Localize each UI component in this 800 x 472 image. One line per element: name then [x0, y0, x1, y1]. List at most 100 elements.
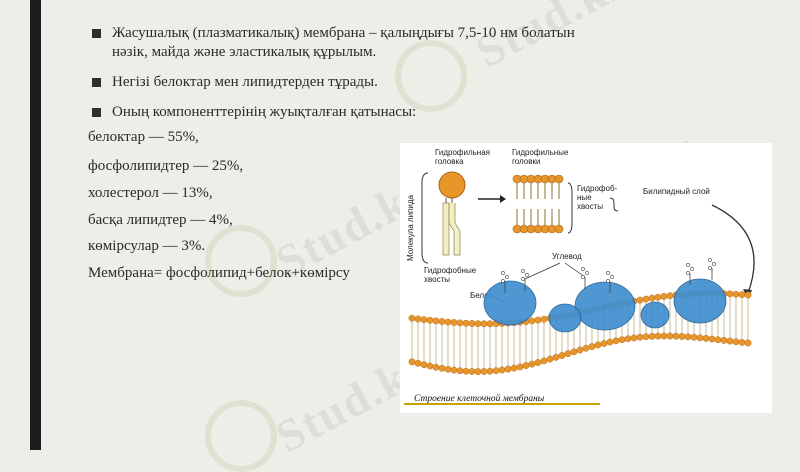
lipid-head-icon	[432, 317, 440, 325]
lipid-head-icon	[570, 348, 578, 356]
sugar-unit-icon	[610, 275, 614, 279]
lipid-head-icon	[534, 359, 542, 366]
lipid-head-icon	[630, 334, 638, 342]
sugar-unit-icon	[686, 271, 690, 275]
lipid-head-icon	[708, 335, 716, 343]
sugar-unit-icon	[690, 267, 694, 271]
lipid-head-icon	[660, 293, 668, 300]
lipid-head-icon	[702, 335, 710, 342]
lipid-head-icon	[738, 291, 746, 298]
lipid-head-icon	[480, 368, 488, 375]
bullet-square-icon	[92, 78, 101, 87]
protein-icon	[673, 278, 727, 324]
lipid-head-icon	[624, 335, 632, 343]
membrane-diagram-svg: Молекула липида Гидрофильная головка Гид…	[404, 148, 755, 405]
lipid-tail-icon	[448, 203, 461, 256]
lipid-head-icon	[594, 341, 602, 349]
lipid-head-icon	[414, 359, 422, 367]
sugar-unit-icon	[708, 258, 712, 262]
sugar-unit-icon	[686, 263, 690, 267]
lipid-head-icon	[408, 314, 416, 322]
sugar-unit-icon	[708, 266, 712, 270]
lipid-head-icon	[738, 338, 746, 346]
lipid-head-icon	[744, 339, 752, 347]
small-bilayer	[512, 174, 564, 234]
lipid-head-icon	[552, 353, 560, 361]
sugar-unit-icon	[581, 275, 585, 279]
lipid-bracket	[421, 172, 429, 264]
sugar-unit-icon	[606, 271, 610, 275]
lipid-head-icon	[564, 350, 572, 358]
label-hydrophobic-tails-2: хвосты	[424, 275, 450, 284]
protein-icon	[640, 301, 670, 329]
lipid-head-icon	[732, 338, 740, 346]
label-hydrophobic-tails-right-1: Гидрофоб-	[577, 184, 618, 193]
lipid-head-icon	[732, 290, 740, 298]
lipid-head-icon	[516, 363, 524, 371]
lipid-head-icon	[414, 315, 422, 323]
label-carbohydrate: Углевод	[552, 252, 582, 261]
sugar-unit-icon	[581, 267, 585, 271]
bullet-text: Негізі белоктар мен липидтерден тұрады.	[112, 74, 378, 90]
lipid-head-icon	[666, 292, 674, 300]
protein-icon	[574, 281, 636, 331]
lipid-head-icon	[618, 336, 626, 344]
bullet-text: Оның компоненттерінің жуықталған қатынас…	[112, 104, 417, 120]
label-hydrophilic-head-1: Гидрофильная	[435, 148, 490, 157]
carbohydrate-pointer	[524, 262, 561, 280]
lipid-head-icon	[726, 337, 734, 345]
label-hydrophilic-heads-2: головки	[512, 157, 540, 166]
lipid-tail-icon	[442, 202, 450, 256]
lipid-head-icon	[726, 290, 734, 298]
lipid-head-icon	[582, 344, 590, 352]
lipid-head-icon	[654, 332, 662, 340]
lipid-head-icon	[588, 343, 596, 350]
lipid-head-icon	[540, 315, 548, 323]
lipid-head-icon	[576, 346, 584, 354]
lipid-head-icon	[666, 332, 674, 340]
bilayer-bracket	[609, 197, 619, 212]
watermark-logo	[205, 225, 277, 297]
sugar-unit-icon	[521, 277, 525, 281]
lipid-head-icon	[654, 293, 662, 301]
lipid-head-icon	[450, 319, 458, 326]
lipid-head-icon	[636, 296, 644, 304]
lipid-head-icon	[432, 363, 440, 371]
lipid-head-icon	[438, 171, 466, 199]
lipid-head-icon	[486, 320, 494, 328]
lipid-head-icon	[642, 295, 650, 303]
composition-proteins: белоктар — 55%,	[88, 129, 199, 145]
sugar-unit-icon	[505, 275, 509, 279]
label-hydrophilic-heads-1: Гидрофильные	[512, 148, 569, 157]
curved-arrow-icon	[711, 204, 755, 294]
lipid-head-icon	[642, 333, 650, 341]
lipid-head-icon	[648, 332, 656, 340]
lipid-head-icon	[684, 333, 692, 341]
lipid-head-icon	[528, 317, 536, 325]
lipid-head-icon	[554, 174, 564, 184]
lipid-head-icon	[456, 367, 464, 375]
lipid-head-icon	[660, 332, 668, 340]
lipid-head-icon	[444, 365, 452, 373]
lipid-head-icon	[522, 362, 530, 369]
lipid-head-icon	[690, 333, 698, 341]
sugar-unit-icon	[585, 271, 589, 275]
bullet-item: Оның компоненттерінің жуықталған қатынас…	[92, 103, 612, 122]
lipid-head-icon	[744, 291, 752, 299]
lipid-head-icon	[420, 361, 428, 369]
lipid-head-icon	[546, 355, 554, 363]
label-hydrophobic-tails-1: Гидрофобные	[424, 266, 477, 275]
lipid-head-icon	[528, 360, 536, 368]
lipid-head-icon	[558, 352, 566, 359]
left-accent-bar	[30, 0, 41, 450]
protein-icon	[483, 280, 537, 326]
bullet-item: Негізі белоктар мен липидтерден тұрады.	[92, 73, 612, 92]
lipid-head-icon	[534, 316, 542, 324]
membrane-diagram: Молекула липида Гидрофильная головка Гид…	[400, 143, 772, 413]
lipid-head-icon	[462, 319, 470, 327]
protein-icon	[548, 303, 582, 333]
lipid-head-icon	[474, 368, 482, 375]
bullet-item: Жасушалық (плазматикалық) мембрана – қал…	[92, 24, 612, 62]
tails-bracket	[567, 182, 573, 234]
lipid-head-icon	[714, 336, 722, 344]
